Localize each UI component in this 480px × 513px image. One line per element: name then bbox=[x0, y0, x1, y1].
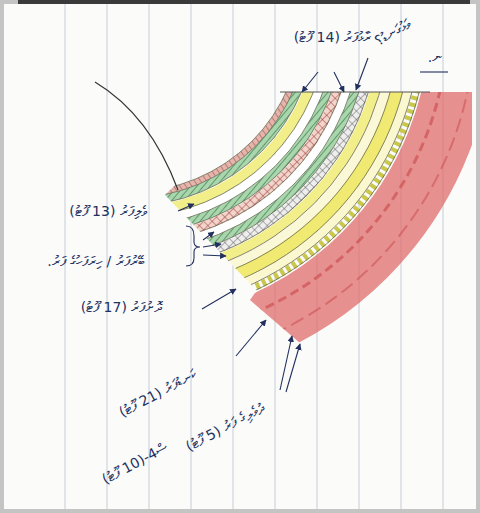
leader-arrow bbox=[302, 72, 318, 92]
zigzag-band bbox=[0, 0, 425, 315]
band bbox=[0, 0, 417, 307]
leader-arrow bbox=[178, 204, 194, 211]
zone-label: ދުވެލިގެ ފަރު (5 ފޫޓު) bbox=[154, 384, 295, 471]
zone-label: ނ. bbox=[418, 48, 452, 67]
leader-lines bbox=[178, 58, 448, 392]
page-edge bbox=[18, 0, 470, 4]
leader-arrow bbox=[203, 244, 221, 247]
underline bbox=[420, 71, 448, 72]
leader-arrow bbox=[286, 344, 300, 392]
inner-curve bbox=[95, 82, 178, 190]
leader-arrow bbox=[203, 255, 226, 256]
leader-arrow bbox=[202, 289, 236, 309]
zone-label: ބޭރުފަރު / ހިރަފަހުގެ ފަރު. bbox=[10, 252, 182, 271]
brace bbox=[186, 226, 200, 266]
zone-label: ރާޅުފަރު (14 ފޫޓު) bbox=[290, 28, 374, 47]
zone-label: ވެލިފަރު (13 ފޫޓު) bbox=[40, 202, 176, 221]
leader-arrow bbox=[334, 72, 344, 92]
band bbox=[0, 0, 406, 296]
zone-label: ދޮށުފަރު (17 ފޫޓު) bbox=[44, 298, 198, 317]
leader-arrow bbox=[280, 336, 292, 390]
leader-arrow bbox=[356, 58, 368, 90]
red-shading bbox=[0, 0, 475, 365]
leader-arrow bbox=[236, 320, 266, 356]
zone-label: ސް4-(10 ފޫޓު) bbox=[64, 420, 205, 507]
leader-arrow bbox=[203, 232, 214, 240]
reef-bands bbox=[0, 0, 428, 318]
band bbox=[0, 0, 395, 285]
band-edges bbox=[0, 0, 428, 318]
